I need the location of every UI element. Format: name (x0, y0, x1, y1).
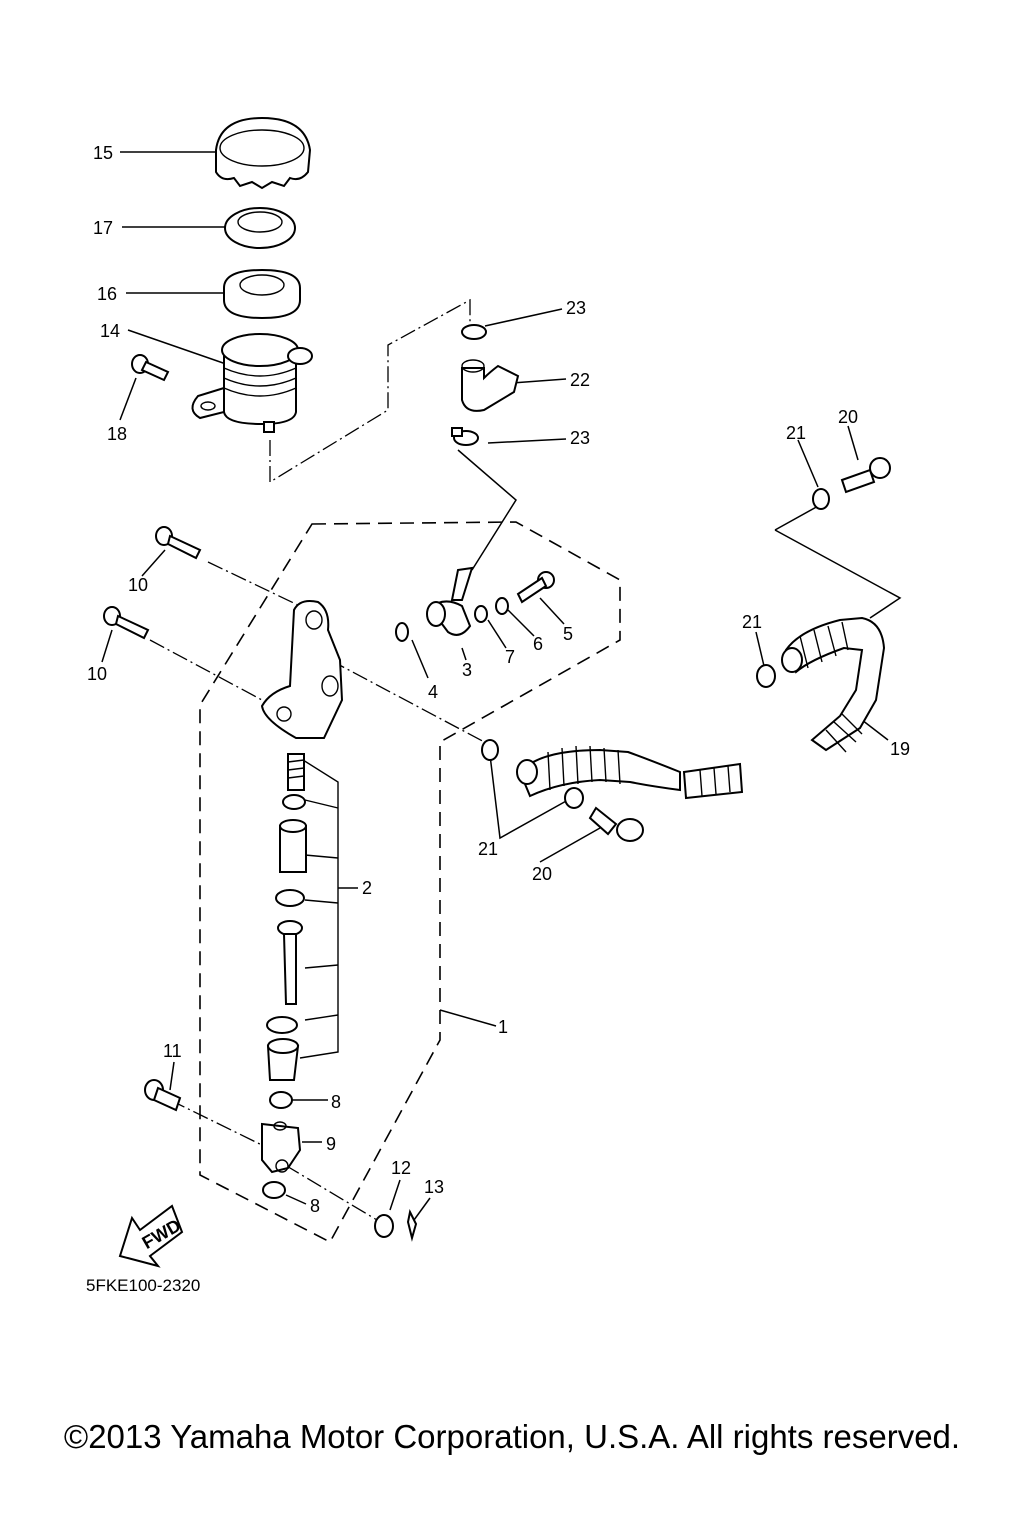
union-bolt-lower (588, 806, 644, 842)
hose-clip-lower (451, 427, 479, 446)
callout-2: 2 (362, 878, 372, 898)
callout-12: 12 (391, 1158, 411, 1178)
callout-20-upper: 20 (838, 407, 858, 427)
joint-bolt (516, 571, 555, 604)
callout-5: 5 (563, 624, 573, 644)
callout-labels: 1 2 3 4 5 6 7 8 8 9 10 10 11 12 13 14 15… (87, 143, 910, 1216)
callout-8-upper: 8 (331, 1092, 341, 1112)
callout-21-middle: 21 (742, 612, 762, 632)
union-bolt-upper (840, 457, 891, 494)
circlip (266, 1016, 298, 1034)
fwd-arrow: FWD (118, 1204, 184, 1268)
assembly-boundary (199, 521, 621, 1244)
diaphragm (223, 268, 301, 320)
diaphragm-plate (224, 207, 296, 249)
callout-3: 3 (462, 660, 472, 680)
callout-13: 13 (424, 1177, 444, 1197)
callout-18: 18 (107, 424, 127, 444)
copper-washer-2 (756, 664, 776, 688)
nut-upper (269, 1091, 293, 1109)
diagram-code: 5FKE100-2320 (86, 1276, 201, 1295)
callout-7: 7 (505, 647, 515, 667)
mounting-bolt-lower (103, 606, 150, 640)
leader-lines (101, 151, 889, 1221)
copyright-notice: ©2013 Yamaha Motor Corporation, U.S.A. A… (63, 1418, 961, 1455)
callout-8-lower: 8 (310, 1196, 320, 1216)
reservoir-tank (191, 333, 313, 433)
hose-clip-upper (461, 324, 487, 340)
callout-19: 19 (890, 739, 910, 759)
mounting-bolt-upper (155, 526, 202, 560)
dust-boot (266, 1038, 300, 1081)
copper-washer-1 (812, 488, 830, 510)
washer-6 (495, 597, 509, 615)
clevis-pin (144, 1079, 182, 1112)
callout-23-upper: 23 (566, 298, 586, 318)
copper-washer-3 (481, 739, 499, 761)
callout-1: 1 (498, 1017, 508, 1037)
callout-9: 9 (326, 1134, 336, 1154)
hose-joint (426, 566, 474, 636)
piston-spring (287, 753, 305, 791)
reservoir-hose (461, 359, 520, 412)
callout-21-lower: 21 (478, 839, 498, 859)
brake-hose (516, 616, 886, 800)
callout-17: 17 (93, 218, 113, 238)
callout-11: 11 (163, 1041, 182, 1061)
reservoir-screw (131, 354, 170, 382)
callout-21-upper: 21 (786, 423, 806, 443)
cotter-pin (406, 1208, 418, 1242)
push-rod (277, 920, 303, 1005)
callout-14: 14 (100, 321, 120, 341)
piston (279, 819, 307, 873)
callout-16: 16 (97, 284, 117, 304)
washer-7 (474, 605, 488, 623)
piston-seal (275, 889, 305, 907)
connector-lines (149, 298, 902, 1224)
callout-10-lower: 10 (87, 664, 107, 684)
copper-washer-4 (564, 787, 584, 809)
nut-lower (262, 1181, 286, 1199)
o-ring (395, 622, 409, 642)
callout-22: 22 (570, 370, 590, 390)
reservoir-cap (215, 116, 312, 190)
piston-cup (282, 794, 306, 810)
callout-15: 15 (93, 143, 113, 163)
callout-4: 4 (428, 682, 438, 702)
callout-20-lower: 20 (532, 864, 552, 884)
callout-23-lower: 23 (570, 428, 590, 448)
clevis (261, 1121, 302, 1174)
callout-6: 6 (533, 634, 543, 654)
master-cylinder-body (260, 600, 344, 739)
callout-10-upper: 10 (128, 575, 148, 595)
plain-washer (374, 1214, 394, 1238)
